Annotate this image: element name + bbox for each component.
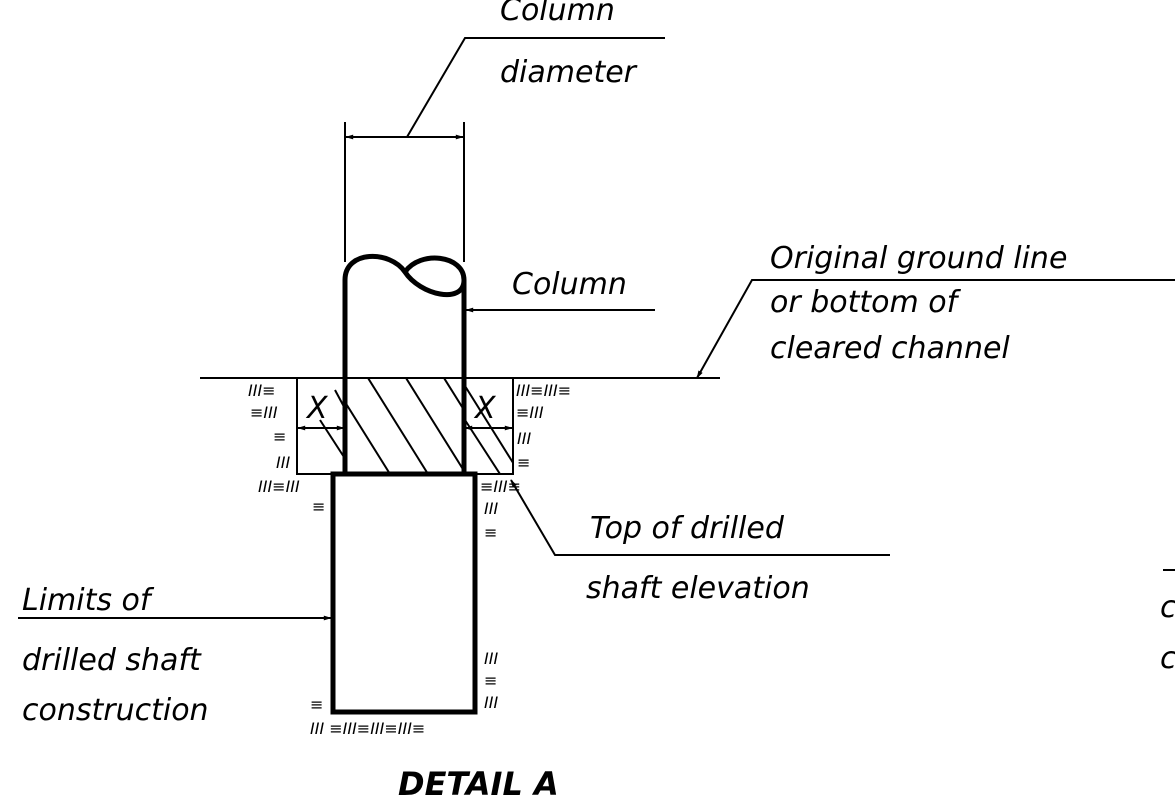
soil-mark: III≡III≡ [516,381,571,400]
detail-title: DETAIL A [398,765,559,803]
top-of-shaft-label-line2: shaft elevation [586,571,810,606]
soil-mark: III [484,649,498,668]
soil-mark: III≡ [248,381,276,400]
soil-mark: III≡III [258,477,300,496]
ground-line-label-line1: Original ground line [770,241,1067,276]
soil-mark: III [276,453,290,472]
column-label: Column [512,267,627,302]
drilled-shaft [330,471,478,715]
soil-mark: ≡III [250,403,278,422]
top-of-shaft-leader [510,479,890,556]
limits-label-line2: drilled shaft [22,643,202,678]
original-ground-line [200,279,1175,379]
top-of-shaft-label-line1: Top of drilled [590,511,785,546]
column-hatching [345,378,463,474]
x-label-right: X [473,391,497,426]
soil-mark: ≡ [312,497,325,516]
soil-mark: ≡ [310,695,323,714]
cutoff-fragment: c [1160,590,1175,625]
soil-mark: ≡ [484,523,497,542]
soil-mark: III [484,499,498,518]
limits-label-line1: Limits of [22,583,155,618]
cutoff-fragment: c [1160,641,1175,676]
column-diameter-label-line2: diameter [500,55,638,90]
soil-mark: ≡ [273,427,286,446]
soil-mark: ≡III [516,403,544,422]
soil-mark: III [517,429,531,448]
column-diameter-dimension [344,37,665,262]
limits-label-line3: construction [22,693,209,728]
column-shape [342,253,467,474]
cutoff-fragments: c c [1160,569,1175,676]
pit-hatching-left [319,389,345,461]
column-diameter-label-line1: Column [500,0,615,28]
soil-mark: III [484,693,498,712]
ground-line-label-line2: or bottom of [770,285,962,320]
soil-mark: ≡ [484,671,497,690]
soil-mark: III ≡III≡III≡III≡ [310,719,425,738]
soil-mark: ≡ [517,453,530,472]
x-label-left: X [305,391,329,426]
ground-line-label-line3: cleared channel [770,331,1010,366]
soil-symbols: III≡ ≡III ≡ III III≡III ≡ III≡III≡ ≡III … [248,381,571,738]
